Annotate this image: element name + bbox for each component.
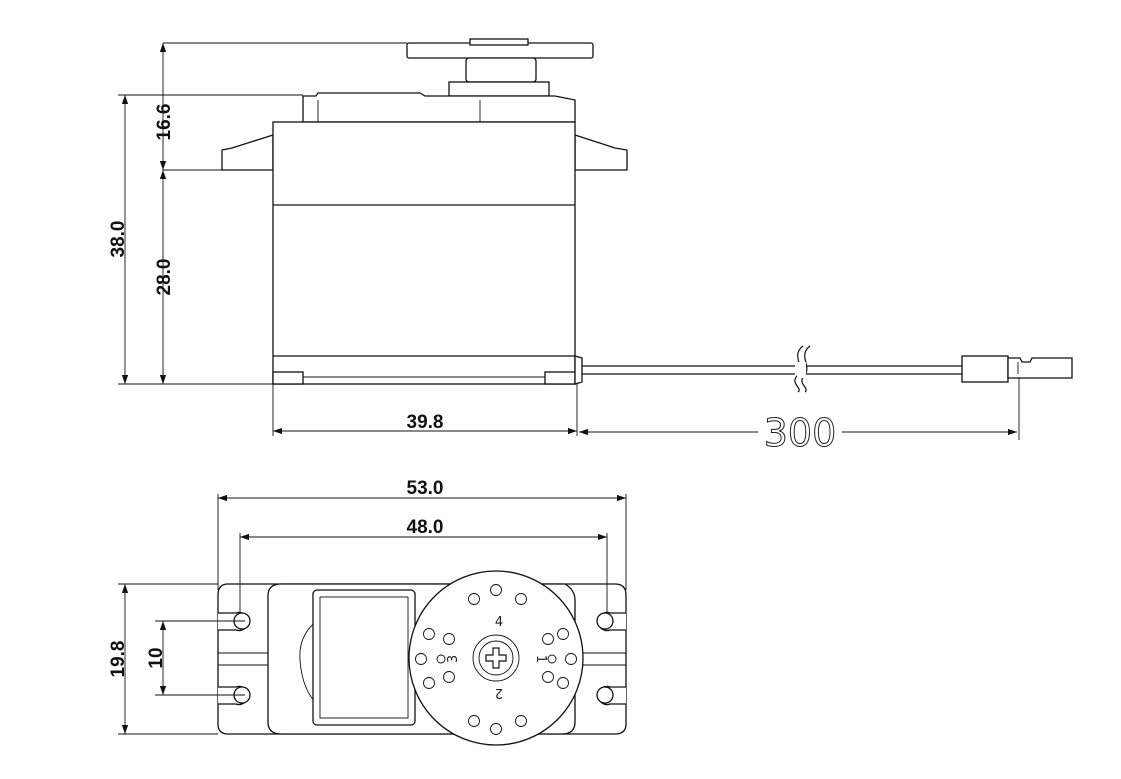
dim-label-38.0: 38.0	[108, 221, 129, 258]
dim-label-39.8: 39.8	[407, 412, 444, 433]
horn-label-3: 3	[446, 655, 461, 663]
wire-connector	[961, 355, 1073, 383]
top-cover	[302, 92, 576, 123]
dim-label-300: 300	[764, 411, 837, 455]
dim-label-28.0: 28.0	[154, 259, 175, 296]
label-window	[312, 589, 416, 726]
mounting-flange-right	[574, 134, 628, 171]
top-view: 4 1 2 3 53.0 48.0 19.8 10	[108, 478, 627, 746]
dim-label-16.6: 16.6	[154, 104, 175, 141]
mounting-slot-right	[596, 611, 626, 706]
dim-label-10: 10	[146, 647, 167, 668]
horn-label-2: 2	[495, 685, 503, 700]
dim-label-53.0: 53.0	[407, 478, 444, 499]
mounting-flange-left	[221, 134, 274, 171]
servo-wire	[582, 345, 962, 393]
dim-label-48.0: 48.0	[407, 517, 444, 538]
output-spline	[465, 57, 537, 83]
dim-label-19.8: 19.8	[108, 641, 129, 678]
spline-collar	[448, 81, 550, 97]
horn-label-4: 4	[495, 615, 503, 630]
side-view: 16.6 38.0 28.0 39.8 300	[108, 38, 1073, 456]
horn-label-1: 1	[533, 655, 548, 663]
servo-case	[272, 121, 576, 385]
horn-cap	[469, 38, 529, 46]
output-horn-disc: 4 1 2 3	[408, 570, 584, 746]
